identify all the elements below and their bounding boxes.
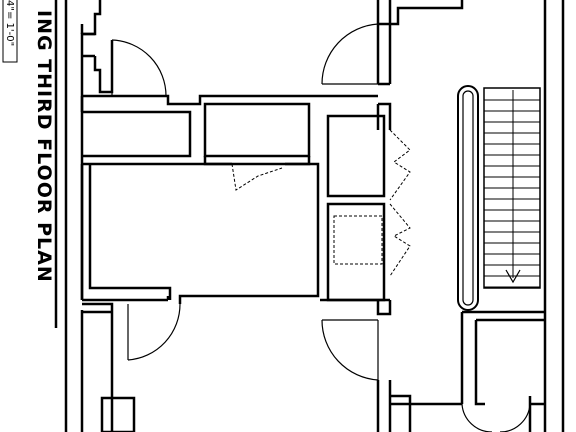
lower-fixture (100, 396, 136, 432)
main-room-walls (80, 162, 320, 304)
scale-box (2, 0, 18, 63)
bifold-dashes (231, 163, 283, 191)
notched-wall-lower (80, 24, 114, 94)
exterior-wall-outer (64, 0, 565, 432)
upper-left-walls (80, 0, 378, 158)
door-lower-right (321, 319, 379, 381)
double-door-bottom (461, 403, 531, 432)
door-swing-arc (111, 39, 167, 97)
door-swing-arc (321, 319, 379, 381)
closet-block (203, 102, 311, 166)
stair-treads (484, 99, 540, 288)
bifold-shaft-bottom (389, 203, 411, 277)
bifold-shaft-top (389, 129, 411, 201)
notched-wall-upper (80, 0, 102, 96)
shaft-upper (326, 114, 386, 198)
door-swing-arc (127, 303, 181, 361)
plan-title: ING THIRD FLOOR PLAN (33, 10, 55, 283)
exterior-walls (64, 0, 565, 432)
stair-handrail-outer (457, 85, 479, 311)
stair-handrail-inner (462, 90, 474, 306)
door-arc-right (500, 403, 531, 432)
arrow-down-icon (505, 269, 521, 284)
corridor-wall-bottom (376, 380, 462, 432)
closet-wall-top (82, 94, 378, 106)
shaft-dashed-fixture (333, 215, 383, 265)
door-lower-left (127, 303, 181, 361)
lower-wall (82, 302, 114, 432)
corridor-wall-upper (376, 0, 464, 84)
door-arc-left (461, 403, 492, 432)
door-upper-left (111, 39, 167, 97)
corridor-wall-low (320, 298, 392, 316)
lower-right-room (460, 310, 545, 432)
closet-box (80, 96, 192, 158)
bifold-doors-shaft (333, 129, 411, 277)
landing-walls (460, 310, 545, 406)
scale-note: 4"= 1'-0" (4, 0, 15, 46)
stair (457, 85, 541, 311)
main-room (80, 162, 320, 304)
lower-right-jamb (528, 396, 545, 432)
main-room-inner (88, 164, 172, 300)
door-upper-right (321, 23, 379, 85)
door-swing-arc (321, 23, 379, 85)
lower-left-walls (82, 302, 136, 432)
shaft-lower (326, 202, 386, 302)
title-block: ING THIRD FLOOR PLAN 4"= 1'-0" (2, 0, 58, 328)
closet-room (203, 102, 311, 158)
bifold-door-closet (231, 163, 283, 191)
